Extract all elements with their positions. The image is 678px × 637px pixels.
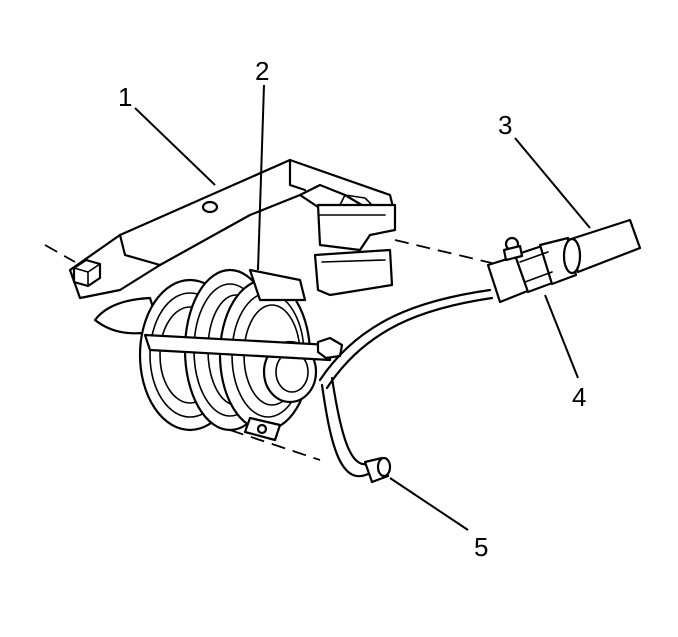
leader-line-1 xyxy=(134,107,216,186)
callout-1: 1 xyxy=(118,82,132,112)
bracket-slot xyxy=(313,194,397,297)
cable-end-fitting xyxy=(363,456,392,484)
callout-3: 3 xyxy=(498,110,512,140)
cable-connector xyxy=(486,236,578,304)
leader-line-5 xyxy=(389,477,469,531)
alignment-line-lower xyxy=(229,429,321,461)
bracket-bolt xyxy=(72,258,102,288)
alignment-line-upper xyxy=(394,239,501,266)
brake-cable xyxy=(318,288,494,478)
alignment-line-left xyxy=(44,244,76,263)
leader-line-4 xyxy=(544,294,579,379)
cable-conduit xyxy=(562,218,642,275)
callout-4: 4 xyxy=(572,382,586,412)
callout-2: 2 xyxy=(255,56,269,86)
leader-line-2 xyxy=(257,84,265,271)
cable-drum-assembly xyxy=(138,268,344,442)
leader-line-3 xyxy=(514,137,591,229)
callout-5: 5 xyxy=(474,532,488,562)
